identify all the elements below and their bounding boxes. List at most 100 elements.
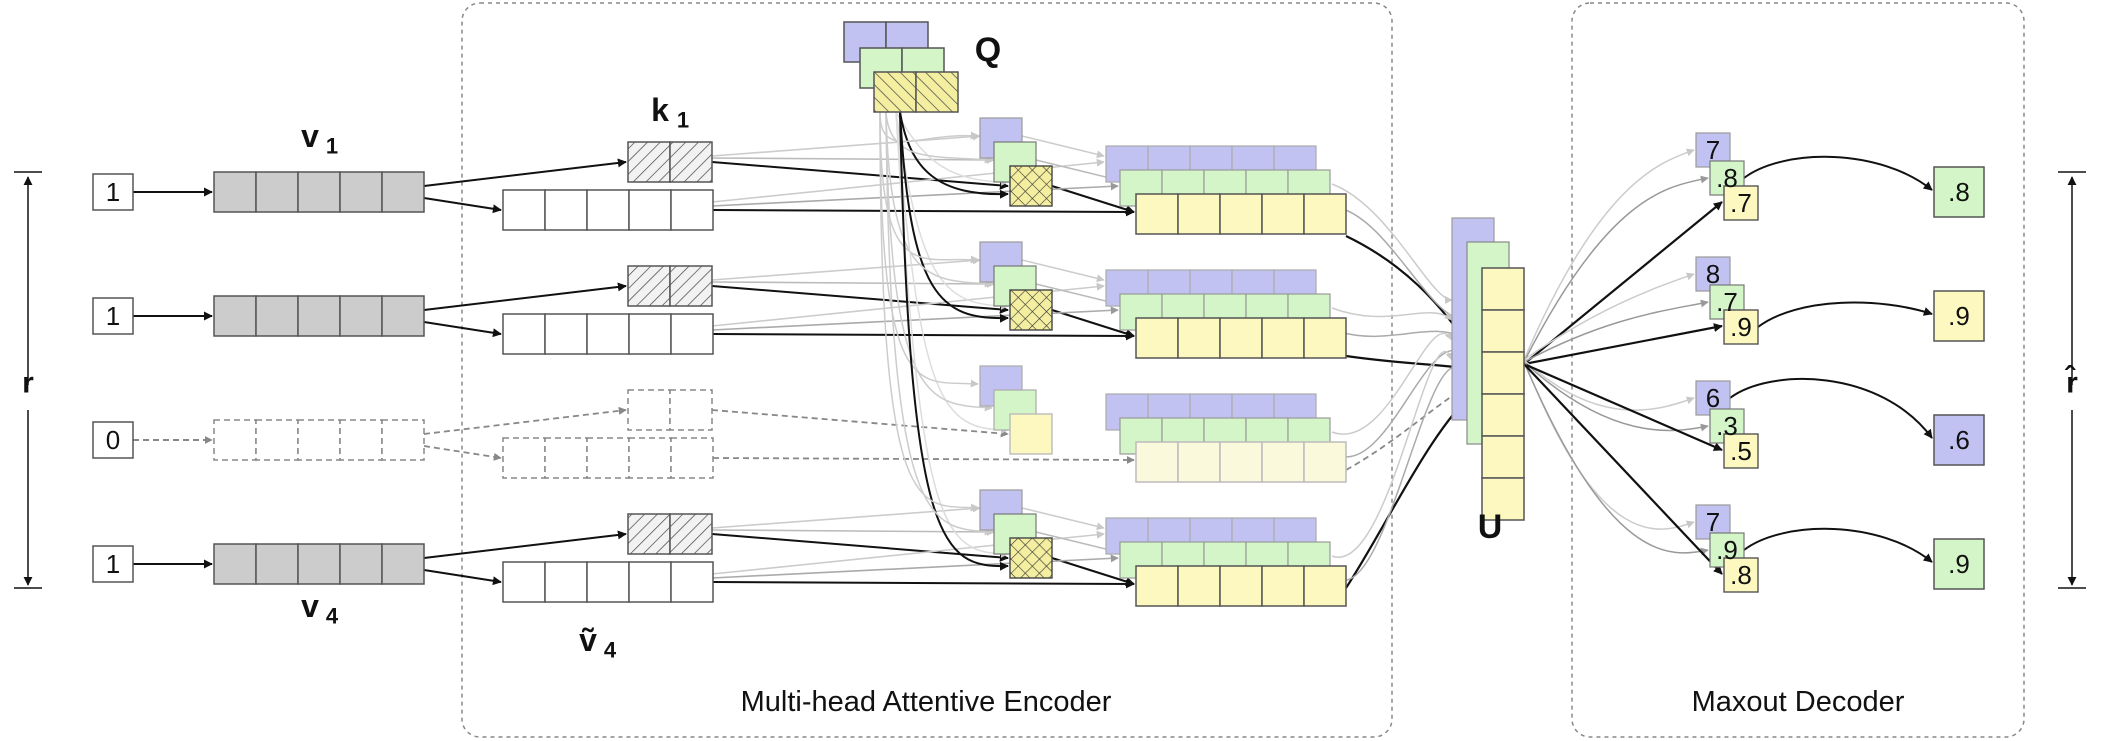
r-hat-symbol: r̂ — [2064, 365, 2078, 399]
candidate-yellow — [1723, 185, 1759, 221]
to-value-arrow — [423, 197, 502, 214]
key-vector — [627, 389, 713, 431]
embedding-vector-cell — [297, 171, 341, 213]
embedding-vector-cell — [381, 543, 425, 585]
v4-tilde-subscript: 4 — [604, 638, 617, 663]
output-box — [1933, 290, 1985, 342]
query-faint-curve — [885, 111, 993, 288]
query-faint-curve — [879, 111, 979, 388]
value-vector — [502, 561, 714, 603]
u-to-candidate-mid — [1523, 299, 1709, 363]
head-output-yellow-cell — [1177, 193, 1221, 235]
candidate-value: 7 — [1706, 135, 1720, 165]
u-to-candidate-mid — [1523, 175, 1709, 363]
score-output-arrow — [1051, 185, 1135, 214]
embedding-vector-cell — [213, 543, 257, 585]
candidate-value: .7 — [1716, 287, 1738, 317]
faint-arrow — [711, 256, 981, 281]
value-vector-cell — [628, 561, 672, 603]
embedding-vector-cell — [297, 543, 341, 585]
embedding-vector — [213, 419, 425, 461]
embedding-vector-cell — [255, 419, 299, 461]
to-value-arrow — [423, 445, 502, 461]
key-vector — [627, 265, 713, 307]
decoder-section-box — [1571, 2, 2025, 738]
faint-arrow — [1035, 531, 1119, 555]
input-value: 1 — [106, 301, 120, 331]
query-layer-yellow-cell — [915, 71, 959, 113]
query-faint-curve — [885, 111, 993, 412]
value-vector-cell — [628, 437, 672, 479]
r-symbol: r — [22, 367, 34, 400]
v1-subscript: 1 — [326, 134, 338, 159]
embedding-vector-cell — [213, 295, 257, 337]
u-to-candidate-arrow — [1523, 362, 1723, 452]
u-to-candidate-faint — [1523, 359, 1695, 530]
head-output-yellow-cell — [1135, 565, 1179, 607]
embedding-vector — [213, 543, 425, 585]
u-symbol: U — [1478, 508, 1503, 546]
value-vector-cell — [586, 561, 630, 603]
v4-symbol: v — [301, 588, 319, 624]
faint-arrow — [1021, 507, 1105, 531]
embedding-vector-cell — [255, 171, 299, 213]
maxout-arrow — [1729, 378, 1933, 439]
head-output-yellow-cell — [1135, 193, 1179, 235]
maxout-arrow — [1743, 155, 1933, 191]
faint-arrow — [1035, 159, 1119, 183]
output-value: .6 — [1948, 425, 1970, 455]
head-to-u-faint — [1331, 183, 1453, 304]
faint-arrow — [711, 155, 995, 164]
value-vector-cell — [586, 313, 630, 355]
candidate-value: 6 — [1706, 383, 1720, 413]
output-value: .8 — [1948, 177, 1970, 207]
candidate-value: 7 — [1706, 507, 1720, 537]
candidate-yellow — [1723, 433, 1759, 469]
to-key-arrow — [423, 158, 627, 187]
query-layer-yellow-cell — [873, 71, 917, 113]
u-cell — [1481, 267, 1525, 311]
u-cell — [1481, 435, 1525, 479]
candidate-yellow — [1723, 557, 1759, 593]
to-key-arrow — [423, 530, 627, 559]
embedding-vector-cell — [213, 419, 257, 461]
value-vector-cell — [628, 189, 672, 231]
u-cell — [1481, 477, 1525, 521]
embedding-vector — [213, 295, 425, 337]
embedding-vector-cell — [297, 419, 341, 461]
value-vector-cell — [670, 189, 714, 231]
head-output-yellow-cell — [1177, 317, 1221, 359]
value-vector-cell — [502, 561, 546, 603]
head-to-u-faint — [1339, 207, 1466, 324]
value-output-arrow — [712, 579, 1135, 589]
value-vector-cell — [502, 313, 546, 355]
query-curve — [899, 111, 1009, 323]
head-output-yellow-cell — [1135, 441, 1179, 483]
value-vector-cell — [502, 437, 546, 479]
k1-subscript: 1 — [677, 108, 689, 133]
maxout-arrow — [1743, 527, 1933, 563]
head-to-u-faint — [1331, 331, 1453, 435]
to-key-arrow — [423, 282, 627, 311]
head-output-yellow-cell — [1219, 565, 1263, 607]
u-to-candidate-arrow — [1523, 363, 1723, 575]
value-vector-cell — [544, 313, 588, 355]
u-to-candidate-faint — [1523, 359, 1695, 411]
u-to-candidate-mid — [1523, 361, 1709, 556]
to-key-arrow — [423, 406, 627, 435]
encoder-section-box — [461, 2, 1393, 738]
candidate-value: .3 — [1716, 411, 1738, 441]
input-value: 1 — [106, 549, 120, 579]
candidate-value: 8 — [1706, 259, 1720, 289]
output-value: .9 — [1948, 549, 1970, 579]
embedding-vector-cell — [297, 295, 341, 337]
value-vector-cell — [628, 313, 672, 355]
key-score-arrow — [711, 533, 1009, 562]
query-faint-curve — [879, 111, 979, 143]
value-vector-cell — [544, 189, 588, 231]
query-curve — [899, 111, 1009, 199]
input-value: 1 — [106, 177, 120, 207]
faint-arrow — [1021, 135, 1105, 159]
value-vector-cell — [544, 437, 588, 479]
